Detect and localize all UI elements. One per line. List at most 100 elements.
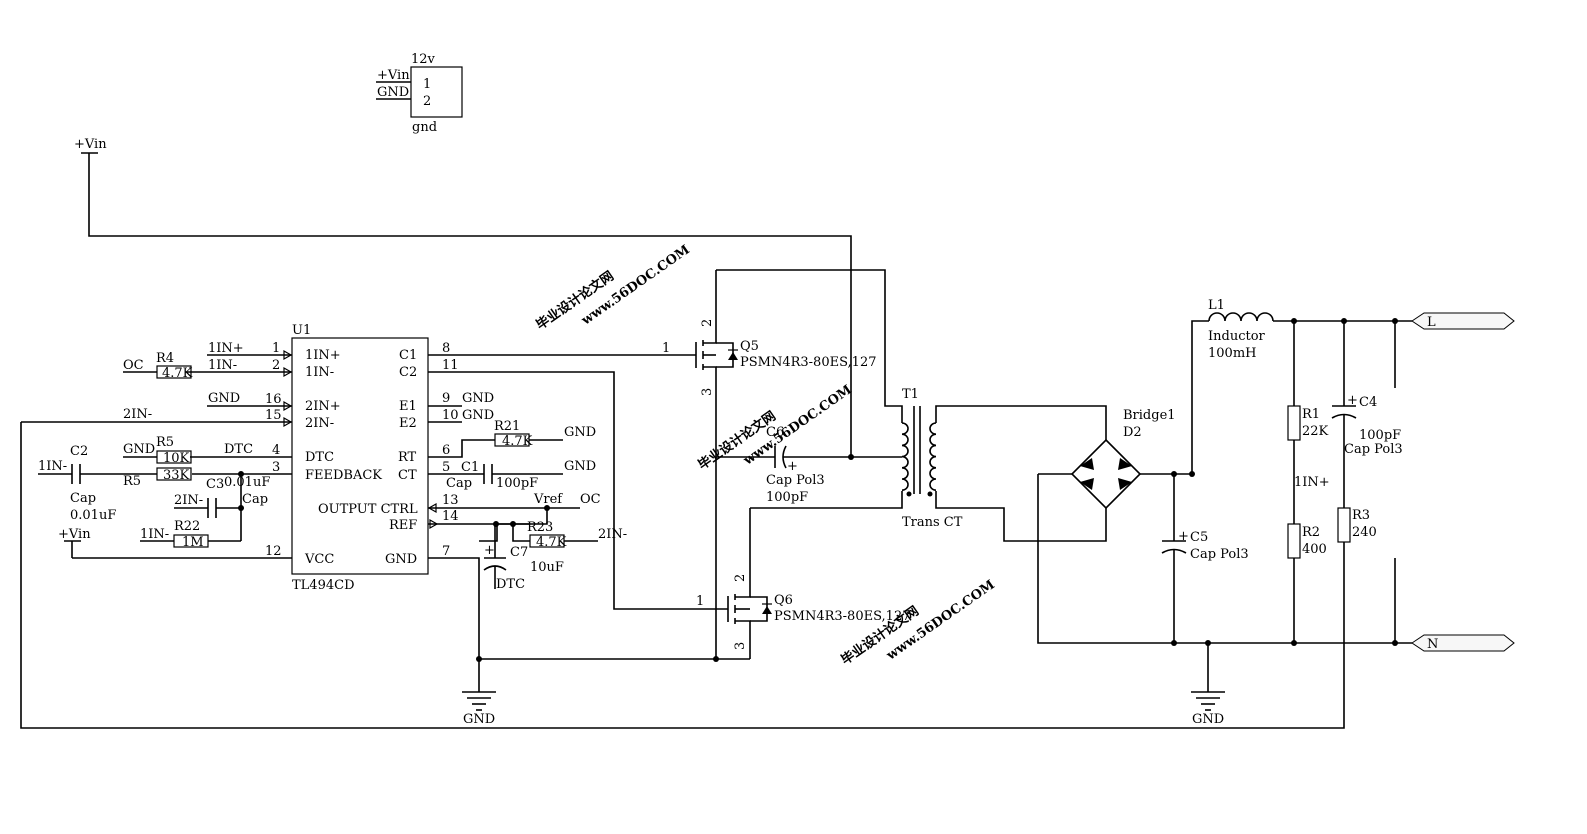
oc-label-right: OC: [580, 492, 601, 507]
c1-net: GND: [564, 459, 596, 474]
u1-pin-1-net: 1IN+: [208, 341, 244, 356]
r22-ref: R22: [174, 519, 200, 534]
u1-pin-10-net: GND: [462, 408, 494, 423]
u1-pin-2-name: 1IN-: [305, 365, 334, 380]
u1-pin-16-net: GND: [208, 391, 240, 406]
r21-value: 4.7K: [502, 434, 533, 449]
r1-ref: R1: [1302, 407, 1320, 422]
ground-bus: GND: [462, 656, 750, 727]
q5-gate-num: 1: [662, 341, 670, 356]
r3-value: 240: [1352, 525, 1377, 540]
c3-value: 0.01uF: [224, 475, 270, 490]
u1-pin-9-num: 9: [442, 391, 450, 406]
c5-ref: C5: [1190, 530, 1208, 545]
c6-capacitor: C6 + Cap Pol3 100pF: [716, 425, 902, 505]
c4-value: 100pF: [1359, 428, 1401, 443]
bridge-rectifier: Bridge1 D2: [1037, 408, 1395, 644]
q6-gate-num: 1: [696, 594, 704, 609]
c7-net: DTC: [496, 577, 525, 592]
u1-pin-4-num: 4: [272, 443, 280, 458]
q6-mosfet: 1 2 3 Q6 PSMN4R3-80ES,127: [696, 508, 910, 659]
timing-network: R21 4.7K GND C1 Cap 100pF GND Vref OC R2…: [446, 419, 627, 592]
c2-value: 0.01uF: [70, 508, 116, 523]
r5a-body: [156, 450, 192, 464]
r22-net: 1IN-: [140, 527, 169, 542]
ground-label-right: GND: [1192, 712, 1224, 727]
c6-type: Cap Pol3: [766, 473, 825, 488]
t1-type: Trans CT: [902, 515, 963, 530]
left-side-network: OC R4 4.7K GND R5 10K 1IN- C2 Cap 0.01uF…: [38, 351, 270, 558]
u1-pin-7-name: GND: [385, 552, 417, 567]
c6-value: 100pF: [766, 490, 808, 505]
u1-pin-8-name: C1: [399, 348, 417, 363]
q5-ref: Q5: [740, 339, 759, 354]
c2-type: Cap: [70, 491, 96, 506]
r4-value: 4.7K: [162, 366, 193, 381]
u1-pin-1-num: 1: [272, 341, 280, 356]
bridge-des: D2: [1123, 425, 1142, 440]
u1-pin-4-name: DTC: [305, 450, 334, 465]
c4-ref: C4: [1359, 395, 1377, 410]
r3-ref: R3: [1352, 508, 1370, 523]
r5b-ref: R5: [123, 474, 141, 489]
q5-source-num: 3: [700, 388, 715, 396]
u1-pin-3-num: 3: [272, 460, 280, 475]
l1-type: Inductor: [1208, 329, 1266, 344]
r22-value: 1M: [182, 535, 204, 550]
watermark-1: 毕业设计论文网 www.56DOC.COM: [533, 243, 693, 334]
q6-drain-num: 2: [733, 574, 748, 582]
u1-pin-11-num: 11: [442, 358, 459, 373]
u1-pin-16-num: 16: [265, 392, 282, 407]
port-n: N: [1427, 637, 1438, 652]
c7-ref: C7: [510, 545, 528, 560]
l1-value: 100mH: [1208, 346, 1256, 361]
u1-part: TL494CD: [292, 578, 355, 593]
vin-port-label: +Vin: [74, 137, 107, 152]
u1-pin-7-num: 7: [442, 544, 450, 559]
r1-value: 22K: [1302, 424, 1329, 439]
u1-pin-10-num: 10: [442, 408, 459, 423]
c2-ref: C2: [70, 444, 88, 459]
ground-label-left: GND: [463, 712, 495, 727]
r5a-value: 10K: [163, 451, 190, 466]
r23-ref: R23: [527, 520, 553, 535]
vin-vcc-label: +Vin: [58, 527, 91, 542]
vin-feed: +Vin: [74, 137, 852, 456]
connector-ref: 12v: [411, 52, 436, 67]
u1-pin-8-num: 8: [442, 341, 450, 356]
connector-footer: gnd: [412, 120, 437, 135]
u1-pin-13-name: OUTPUT CTRL: [318, 502, 418, 517]
u1-pin-9-name: E1: [399, 399, 417, 414]
r23-value: 4.7K: [536, 535, 567, 550]
t1-ref: T1: [902, 387, 919, 402]
c2-net: 1IN-: [38, 459, 67, 474]
q6-source-num: 3: [733, 642, 748, 650]
u1-pin-10-name: E2: [399, 416, 417, 431]
fb-net: 1IN+: [1294, 475, 1330, 490]
svg-text:+: +: [1178, 529, 1189, 544]
u1-pin-12-name: VCC: [304, 552, 334, 567]
u1-ref: U1: [292, 323, 311, 338]
u1-pin-3-name: FEEDBACK: [305, 468, 382, 483]
svg-text:+: +: [484, 543, 495, 558]
r2-body: [1287, 523, 1301, 559]
r2-value: 400: [1302, 542, 1327, 557]
u1-pin-5-num: 5: [442, 460, 450, 475]
r5a-net: GND: [123, 442, 155, 457]
u1-pin-15-net: 2IN-: [123, 407, 152, 422]
u1-pin-5-name: CT: [398, 468, 417, 483]
u1-pin-2-num: 2: [272, 358, 280, 373]
connector-net-gnd: GND: [377, 85, 409, 100]
r23-net: 2IN-: [598, 527, 627, 542]
u1-pin-4-net: DTC: [224, 442, 253, 457]
c3-net: 2IN-: [174, 493, 203, 508]
r5a-ref: R5: [156, 435, 174, 450]
port-l: L: [1427, 315, 1436, 330]
r5b-value: 33K: [163, 468, 190, 483]
u1-tl494: U1 TL494CD 1 1IN+ 1IN+ 2 1IN- 1IN- 16 2I…: [21, 323, 728, 692]
power-connector: 12v 1 2 +Vin GND gnd: [376, 52, 463, 135]
q6-part: PSMN4R3-80ES,127: [774, 609, 910, 624]
r3-body: [1337, 507, 1351, 543]
c1-ref: C1: [461, 460, 479, 475]
